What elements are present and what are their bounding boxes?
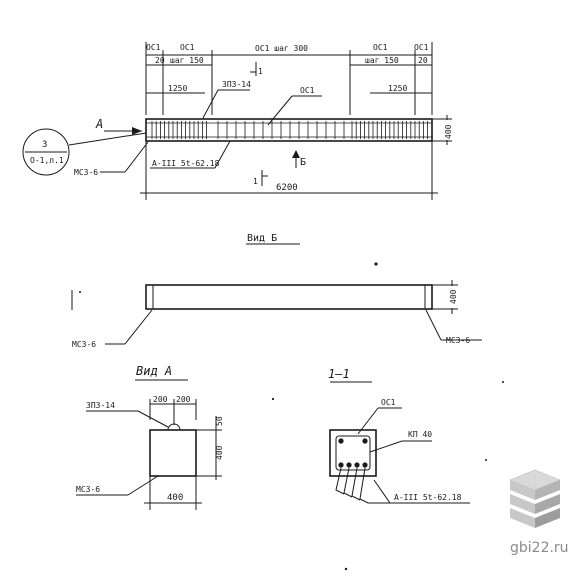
view-a-dim-50: 50 bbox=[215, 416, 224, 426]
d20-right-label: 20 bbox=[418, 56, 428, 65]
section-anchor-label: А-III 5t-62.18 bbox=[394, 493, 462, 502]
view-b-left-label: МСЗ-6 bbox=[72, 340, 96, 349]
section-kp-label: КП 40 bbox=[408, 430, 432, 439]
view-b-arrow-label: Б bbox=[300, 157, 306, 168]
ref-circle-top: 3 bbox=[42, 140, 47, 150]
view-b: Вид Б 400 МСЗ-6 МСЗ-6 bbox=[71, 233, 482, 349]
watermark-text: gbi22.ru bbox=[510, 540, 569, 556]
view-b-height: 400 bbox=[449, 289, 458, 304]
view-b-right-label: МСЗ-6 bbox=[446, 336, 470, 345]
view-a-arrow-label: А bbox=[95, 117, 103, 131]
anchor-callout: А-III 5t-62.18 bbox=[152, 159, 220, 168]
view-a: Вид А 200 200 ЗПЗ-14 50 400 400 МСЗ-6 bbox=[76, 364, 224, 510]
oc1-callout: ОС1 bbox=[300, 86, 315, 95]
mcz-callout: МСЗ-6 bbox=[74, 168, 98, 177]
view-a-zpz-label: ЗПЗ-14 bbox=[86, 401, 115, 410]
section-title: 1—1 bbox=[328, 367, 350, 381]
view-a-title: Вид А bbox=[136, 364, 172, 378]
view-a-dim-200-right: 200 bbox=[176, 395, 191, 404]
section-mark-top: 1 bbox=[258, 67, 263, 76]
view-b-title: Вид Б bbox=[247, 233, 277, 244]
section-oc1-label: ОС1 bbox=[381, 398, 396, 407]
section-1-1: 1—1 ОС1 КП 40 А-III 5t-62.18 bbox=[328, 367, 470, 504]
oc1-left2-label: ОС1 bbox=[180, 43, 195, 52]
oc1-left-label: ОС1 bbox=[146, 43, 161, 52]
view-a-dim-400-h: 400 bbox=[215, 445, 224, 460]
section-mark-bottom: 1 bbox=[253, 177, 258, 186]
oc1-right-label: ОС1 bbox=[373, 43, 388, 52]
logo-icon bbox=[509, 469, 561, 528]
dim-1250-left: 1250 bbox=[168, 84, 187, 93]
dim-400-height: 400 bbox=[444, 124, 453, 139]
dim-6200-total: 6200 bbox=[276, 183, 298, 193]
dim-1250-right: 1250 bbox=[388, 84, 407, 93]
oc1-right2-label: ОС1 bbox=[414, 43, 429, 52]
stirrup-set bbox=[151, 121, 429, 139]
zpz-callout: ЗПЗ-14 bbox=[222, 80, 251, 89]
view-a-dim-400-w: 400 bbox=[167, 493, 183, 503]
d20-left-label: 20 bbox=[155, 56, 165, 65]
ref-circle-bottom: О-1,л.1 bbox=[30, 156, 64, 165]
view-a-dim-200-left: 200 bbox=[153, 395, 168, 404]
step-right-label: шаг 150 bbox=[365, 56, 399, 65]
view-a-mcz-label: МСЗ-6 bbox=[76, 485, 100, 494]
oc1-mid-label: ОС1 шаг 300 bbox=[255, 44, 308, 53]
step-left-label: шаг 150 bbox=[170, 56, 204, 65]
main-elevation: ОС1 ОС1 ОС1 шаг 300 ОС1 ОС1 шаг 150 шаг … bbox=[22, 42, 453, 200]
